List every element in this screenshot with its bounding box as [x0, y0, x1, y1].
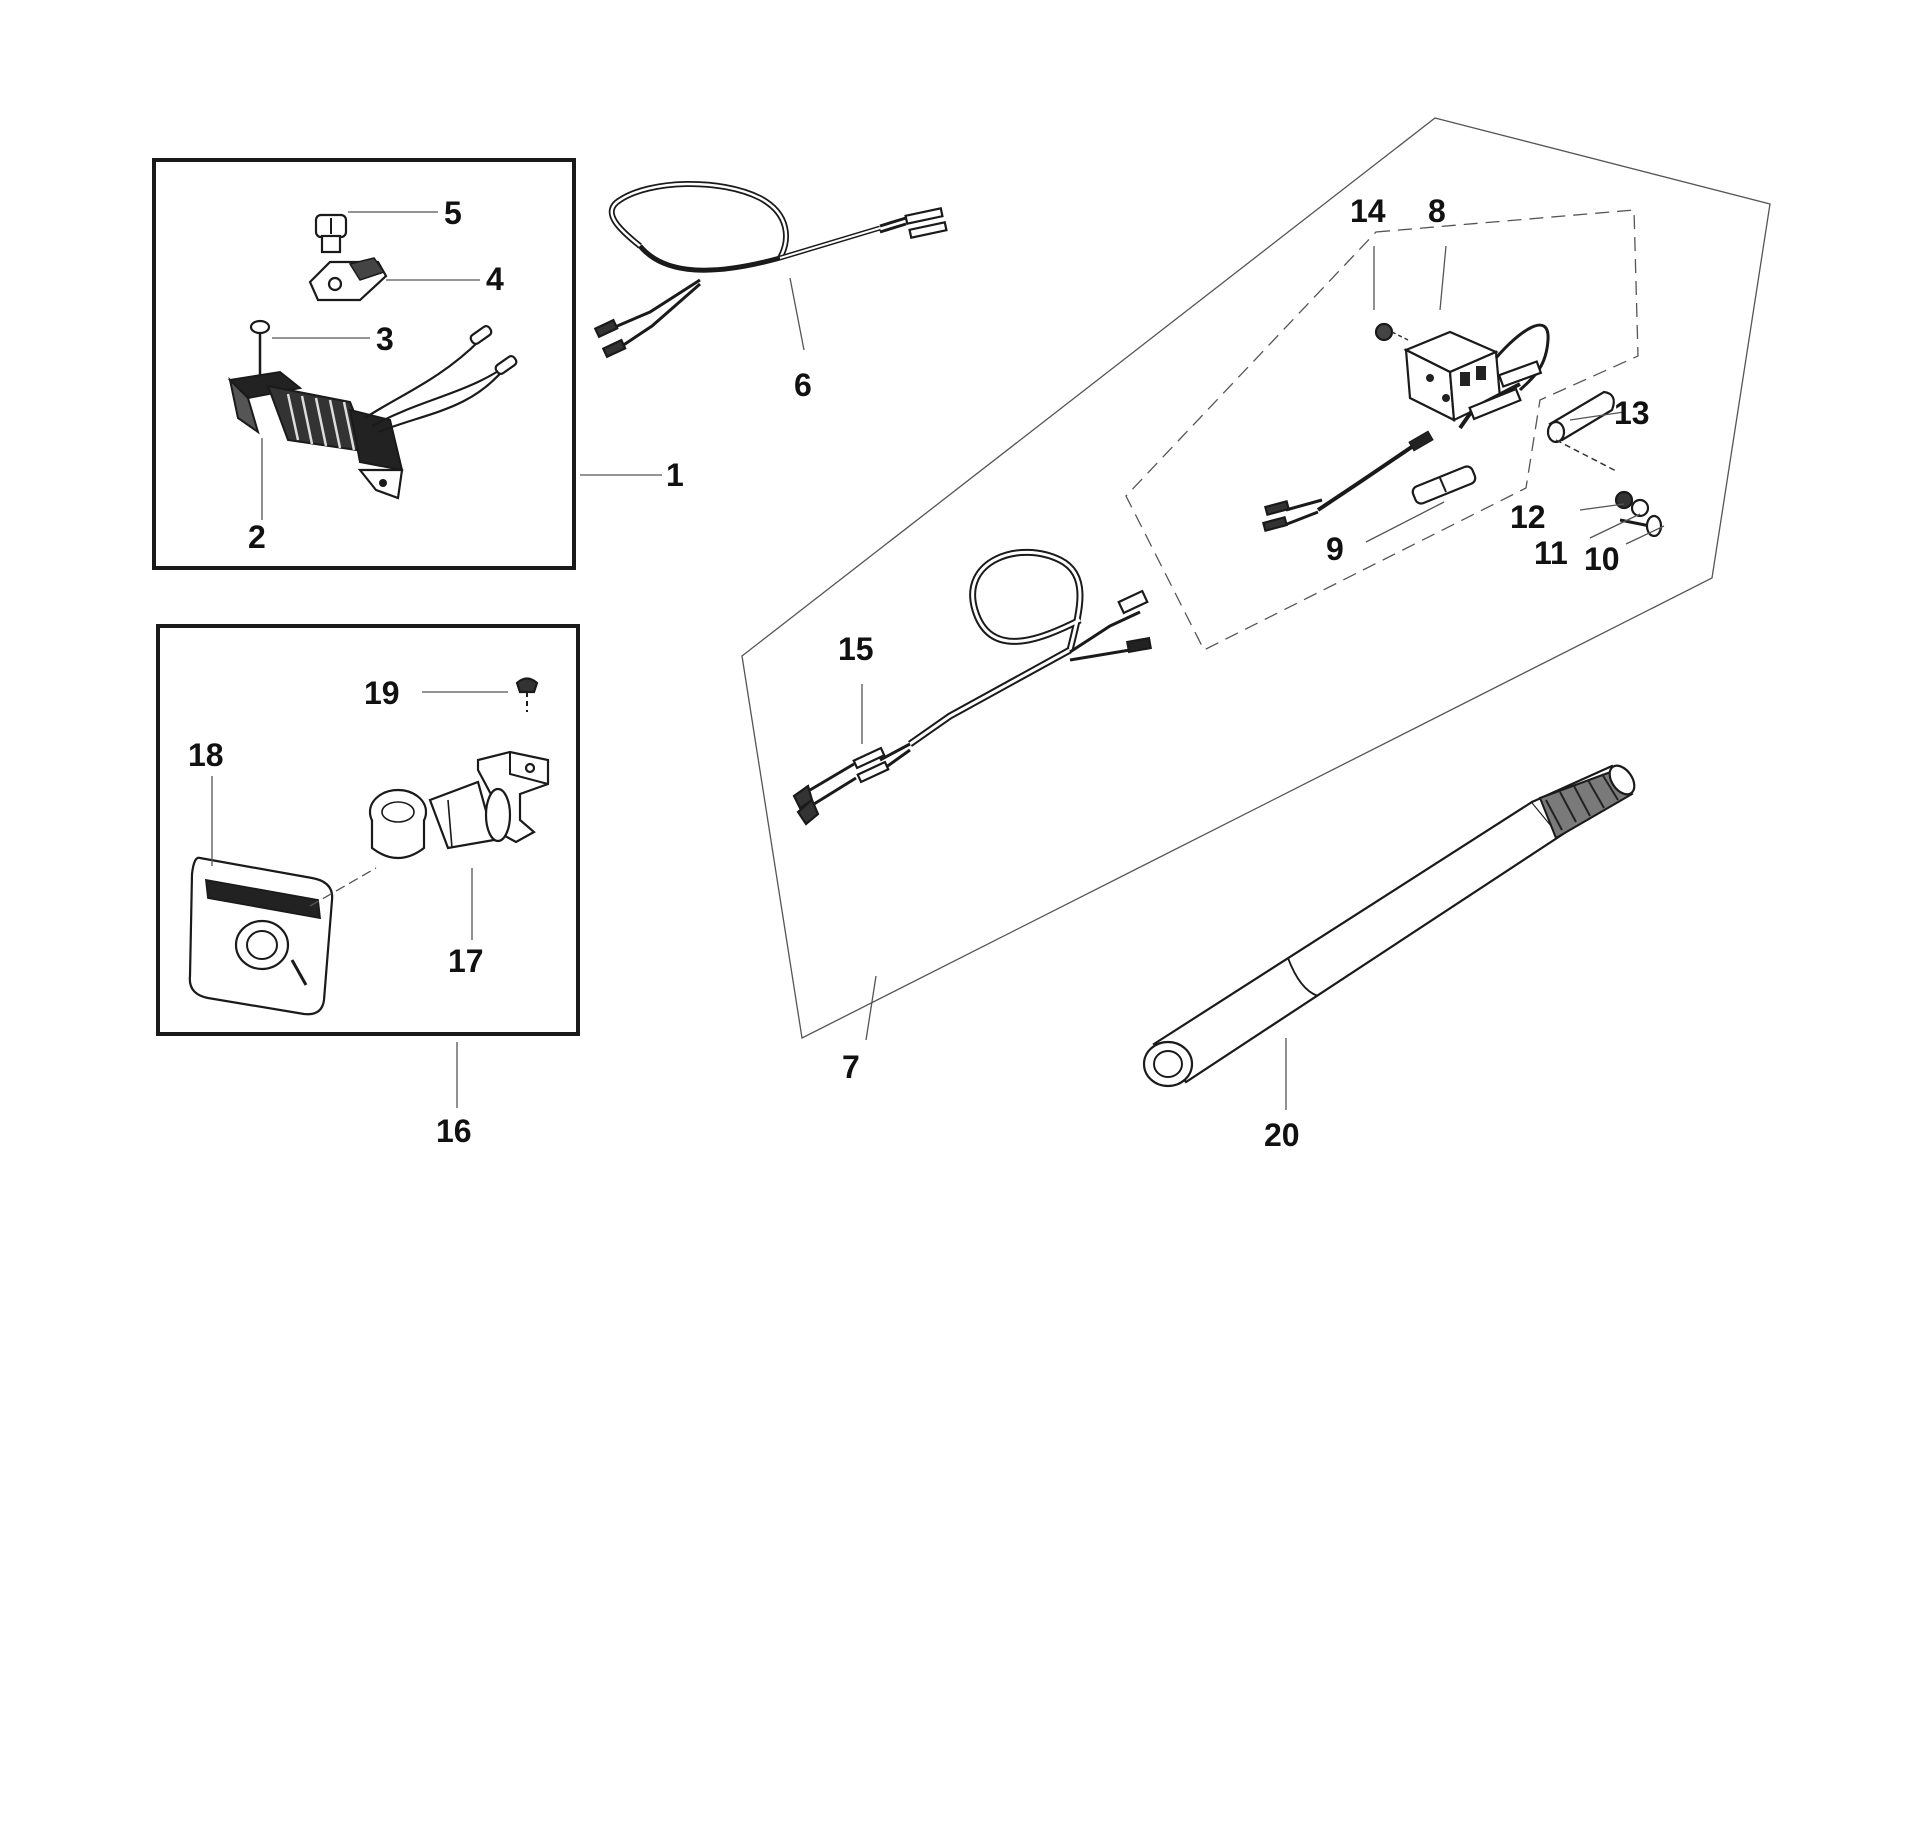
callout-5: 5: [444, 195, 462, 231]
callout-10: 10: [1584, 541, 1620, 577]
callout-2: 2: [248, 519, 266, 555]
part-14-nut: [1374, 322, 1409, 342]
callout-11: 11: [1534, 535, 1568, 571]
part-15-harness: [792, 548, 1152, 826]
callout-4: 4: [486, 261, 504, 297]
assembly-outline-7: [741, 117, 1771, 1039]
callout-13: 13: [1614, 395, 1650, 431]
callout-6: 6: [794, 367, 812, 403]
callout-7: 7: [842, 1049, 860, 1085]
part-10-screw: [1619, 514, 1663, 538]
part-13-cap: [1546, 390, 1619, 473]
callout-18: 18: [188, 737, 224, 773]
callout-16: 16: [436, 1113, 472, 1149]
part-18-bezel: [188, 856, 334, 1016]
part-3-screw: [249, 319, 271, 375]
assembly-box-1: [152, 158, 576, 570]
part-6-harness: [593, 180, 948, 359]
callout-12: 12: [1510, 499, 1546, 535]
part-8-fuse-holder: [1261, 323, 1550, 533]
callout-15: 15: [838, 631, 874, 667]
part-12-lockwasher: [1614, 490, 1634, 510]
part-17-bracket: [368, 750, 550, 860]
callout-1: 1: [666, 457, 684, 493]
callout-14: 14: [1350, 193, 1386, 229]
callout-19: 19: [364, 675, 400, 711]
callout-3: 3: [376, 321, 394, 357]
callout-20: 20: [1264, 1117, 1300, 1153]
callout-9: 9: [1326, 531, 1344, 567]
part-11-washer: [1630, 498, 1650, 518]
callout-8: 8: [1428, 193, 1446, 229]
part-9-fuse: [1411, 465, 1477, 505]
part-4-clamp: [308, 257, 388, 302]
part-2-wires: [364, 325, 518, 434]
assembly-box-16: [156, 624, 580, 1036]
part-5-screw: [314, 213, 348, 254]
assembly-outline-8: [1125, 209, 1639, 651]
callout-17: 17: [448, 943, 484, 979]
part-19-screw: [515, 677, 539, 712]
part-2-rectifier: [227, 370, 404, 500]
part-20-tube: [1142, 764, 1636, 1088]
